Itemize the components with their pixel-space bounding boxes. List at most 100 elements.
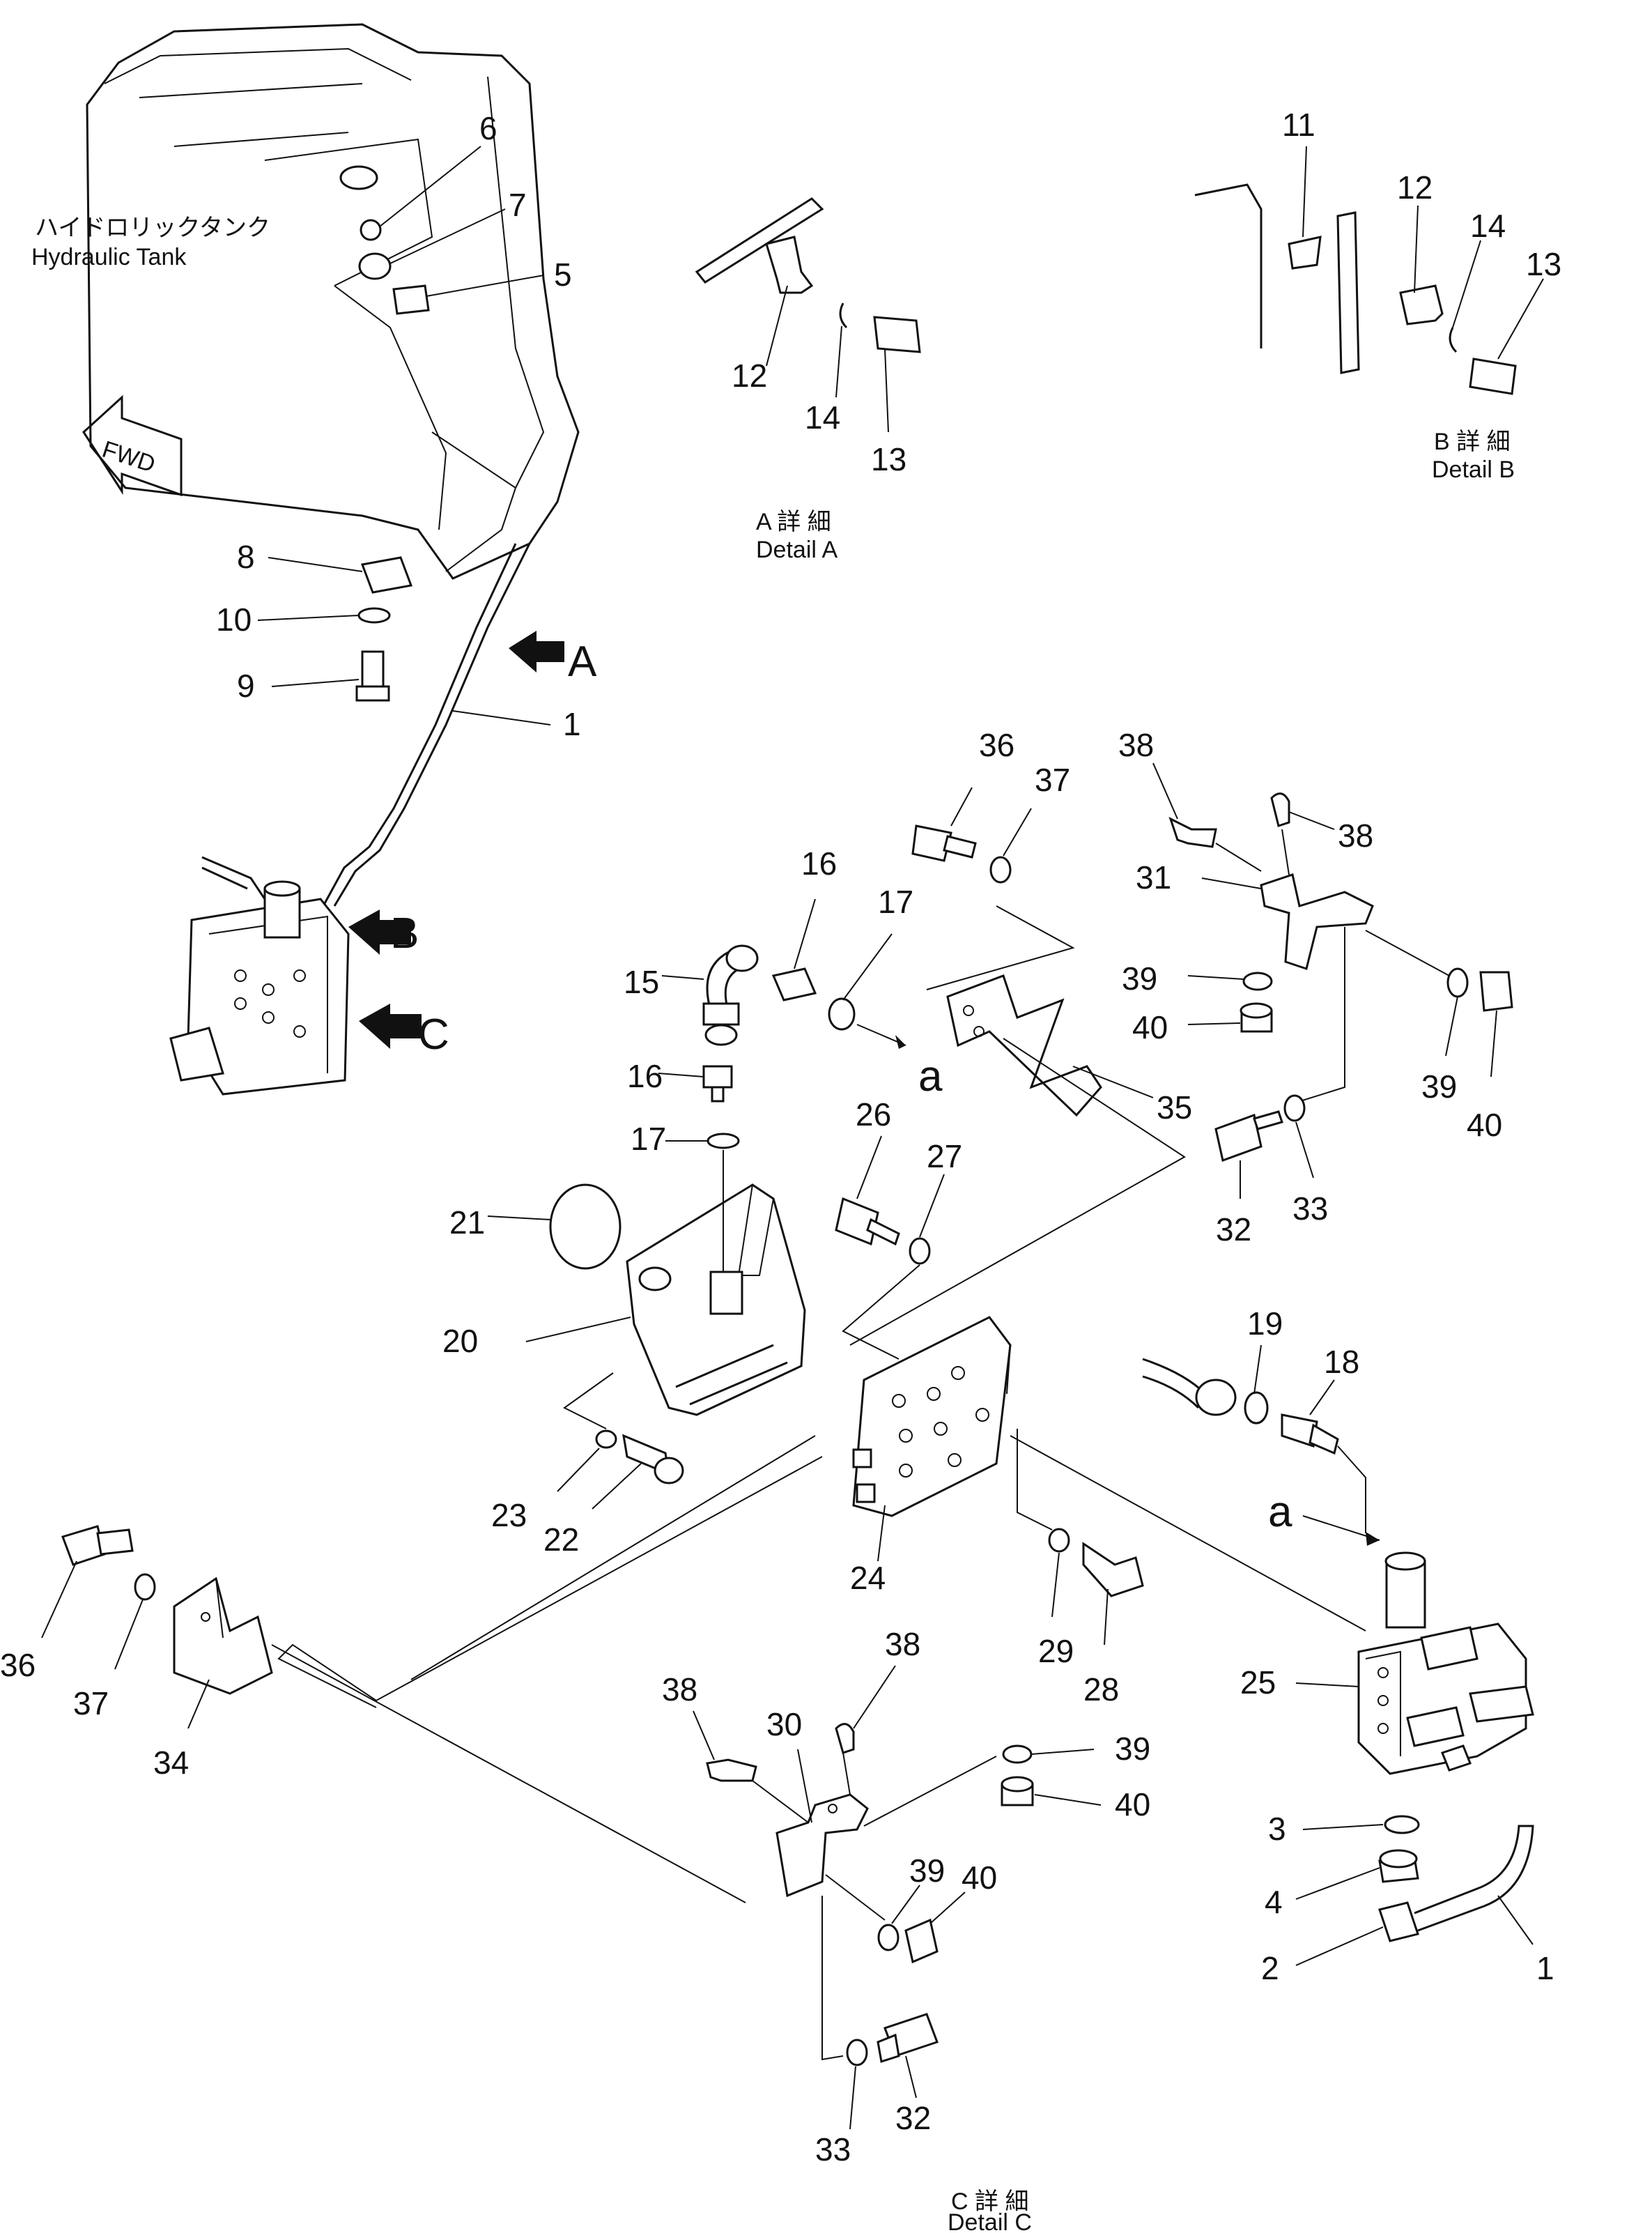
- part-38-clip-d: [835, 1723, 855, 1754]
- callout-22: 22: [543, 1521, 579, 1558]
- callout-26: 26: [856, 1096, 891, 1133]
- part-37-washer-left: [134, 1573, 156, 1601]
- callout-36a: 36: [979, 727, 1014, 763]
- fwd-arrow-icon: [82, 394, 183, 497]
- part-34-bracket: [173, 1576, 273, 1695]
- part-17-o-ring: [828, 997, 856, 1031]
- part-38-clip-c: [706, 1758, 757, 1782]
- callout-34: 34: [153, 1744, 189, 1781]
- part-29-washer: [1048, 1528, 1070, 1553]
- connection-a-label-1: a: [918, 1052, 943, 1100]
- detail-a-jp: A 詳 細: [756, 509, 831, 535]
- arrow-b-label: B: [390, 910, 419, 958]
- part-37-washer-top: [989, 856, 1012, 884]
- arrow-a-icon: [509, 631, 564, 673]
- callout-8: 8: [237, 539, 255, 575]
- detail-c-en: Detail C: [948, 2209, 1032, 2233]
- da-callout-13: 13: [871, 441, 906, 477]
- part-8-clamp: [360, 556, 413, 594]
- tank-label-jp: ハイドロリックタンク: [35, 215, 270, 241]
- part-38-clip-b: [1270, 792, 1290, 827]
- part-40-nut-b: [1479, 971, 1513, 1012]
- callout-5: 5: [554, 256, 572, 293]
- da-part-13-bolt: [873, 316, 921, 353]
- part-19-o-ring: [1244, 1391, 1269, 1425]
- db-callout-11: 11: [1282, 107, 1315, 143]
- callout-37a: 37: [1035, 762, 1070, 798]
- callout-38a: 38: [1118, 727, 1154, 763]
- part-28-bolt: [1082, 1542, 1144, 1597]
- callout-1: 1: [563, 706, 581, 742]
- part-38-clip-a: [1168, 817, 1217, 848]
- callout-30: 30: [766, 1706, 802, 1742]
- part-27-washer: [909, 1237, 931, 1265]
- connection-a-label-2: a: [1268, 1488, 1292, 1536]
- callout-17a: 17: [878, 884, 913, 920]
- callout-28: 28: [1083, 1671, 1119, 1708]
- callout-35: 35: [1157, 1089, 1192, 1126]
- tank-label-en: Hydraulic Tank: [31, 244, 187, 270]
- callout-32a: 32: [1216, 1211, 1251, 1248]
- detail-b: [1194, 146, 1544, 395]
- callout-39a: 39: [1122, 960, 1157, 997]
- callout-24: 24: [850, 1560, 886, 1596]
- callout-20: 20: [442, 1323, 478, 1359]
- part-23-washer: [595, 1429, 617, 1449]
- callout-31: 31: [1136, 859, 1171, 896]
- hose-1: [323, 543, 531, 907]
- part-5-fitting: [392, 284, 430, 315]
- part-33-washer-b: [846, 2039, 868, 2066]
- part-33-washer-a: [1283, 1094, 1306, 1122]
- callout-10: 10: [216, 601, 252, 638]
- hose-end: [1195, 1379, 1237, 1416]
- callout-21: 21: [449, 1204, 485, 1241]
- callout-7: 7: [509, 187, 527, 223]
- db-callout-12: 12: [1397, 169, 1433, 206]
- callout-16b: 16: [627, 1058, 663, 1094]
- part-7-cap: [358, 252, 392, 280]
- callout-15: 15: [624, 964, 659, 1000]
- part-9-bolt: [361, 650, 385, 688]
- callout-38c: 38: [662, 1671, 697, 1708]
- callout-37b: 37: [73, 1685, 109, 1721]
- part-18-fitting: [1281, 1413, 1318, 1448]
- part-36-bolt-top: [911, 824, 952, 862]
- part-36-bolt-left: [61, 1525, 106, 1566]
- part-39-washer-a: [1242, 972, 1273, 991]
- detail-a: [695, 197, 921, 433]
- arrow-c-label: C: [418, 1011, 449, 1059]
- callout-27: 27: [927, 1138, 962, 1174]
- part-40-nut-d: [904, 1918, 939, 1964]
- db-callout-13: 13: [1526, 246, 1561, 282]
- callout-40a: 40: [1132, 1009, 1168, 1045]
- part-6-o-ring: [360, 219, 382, 241]
- callout-40b: 40: [1467, 1107, 1502, 1143]
- callout-29: 29: [1038, 1633, 1074, 1669]
- callout-39b: 39: [1421, 1068, 1457, 1105]
- da-callout-14: 14: [805, 399, 840, 436]
- callout-33a: 33: [1292, 1190, 1328, 1227]
- detail-b-en: Detail B: [1432, 456, 1515, 483]
- callout-25: 25: [1240, 1664, 1276, 1701]
- callout-6: 6: [479, 110, 497, 146]
- arrow-b-icon: [348, 910, 411, 955]
- detail-a-en: Detail A: [756, 537, 837, 563]
- da-part-12-clamp: [765, 236, 814, 294]
- control-valve-assembly: [169, 856, 350, 1096]
- callout-3: 3: [1268, 1811, 1286, 1847]
- part-39-washer-b: [1446, 967, 1469, 998]
- callout-2: 2: [1261, 1950, 1279, 1986]
- part-20-cover-plate: [626, 1183, 806, 1416]
- callout-16a: 16: [801, 845, 837, 882]
- callout-17b: 17: [631, 1121, 666, 1157]
- callout-4: 4: [1265, 1884, 1283, 1920]
- hydraulic-tank: [86, 23, 580, 580]
- arrow-c-icon: [359, 1004, 422, 1049]
- part-21-o-ring: [549, 1183, 622, 1270]
- callout-38d: 38: [885, 1626, 920, 1662]
- callout-32b: 32: [895, 2100, 931, 2136]
- part-25-control-valve: [1357, 1551, 1534, 1775]
- callout-1-bottom: 1: [1536, 1950, 1554, 1986]
- callout-38b: 38: [1338, 818, 1373, 854]
